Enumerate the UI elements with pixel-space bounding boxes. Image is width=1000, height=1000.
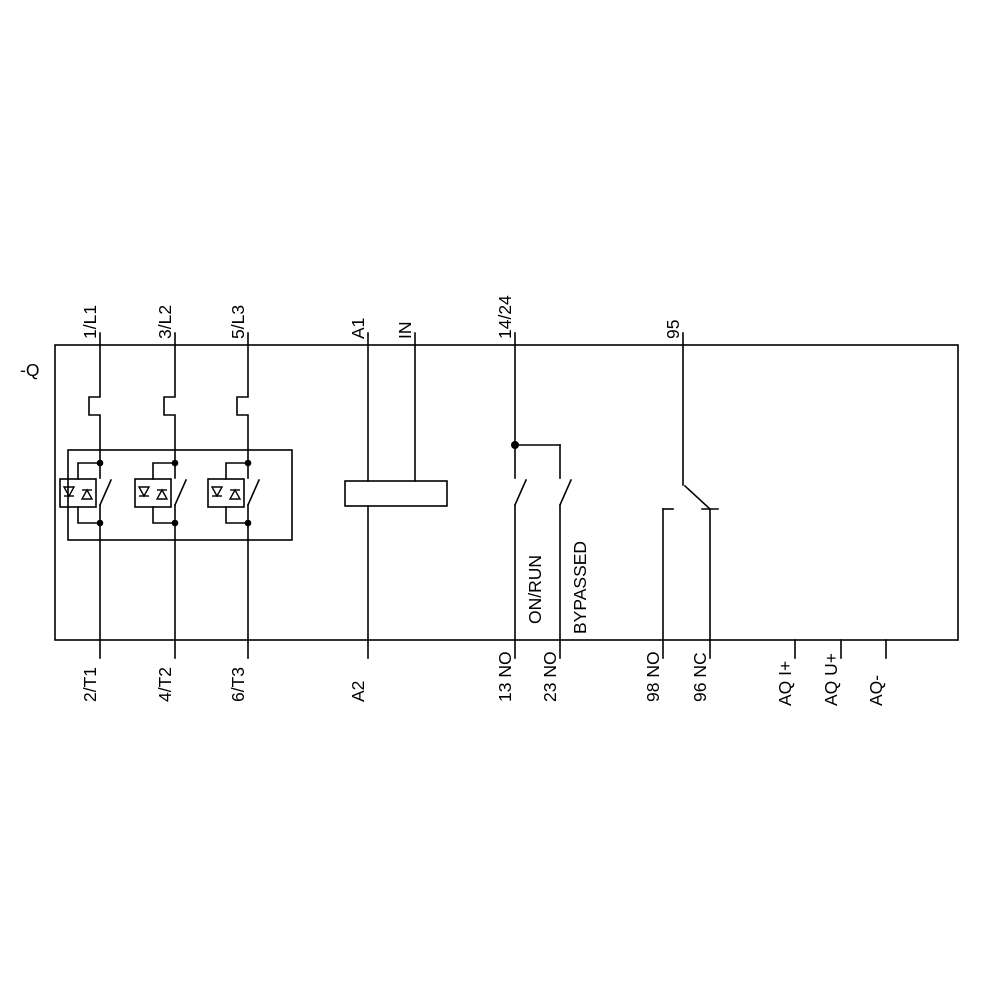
thyristor-branch-bottom: [152, 506, 176, 524]
contact-label-bypassed: BYPASSED: [570, 541, 590, 634]
terminal-label-5l3: 5/L3: [228, 305, 248, 339]
fault-relay-section: [662, 332, 719, 659]
thyristor-branch-top: [225, 462, 249, 480]
terminal-label-2t1: 2/T1: [80, 667, 100, 702]
contact-label-on-run: ON/RUN: [525, 555, 545, 624]
terminal-label-a2: A2: [348, 681, 368, 702]
junction-dot: [244, 459, 252, 467]
terminal-label-4t2: 4/T2: [155, 667, 175, 702]
phase-line-top: [163, 332, 176, 464]
phase-unit-l2: [134, 332, 188, 659]
terminal-label-23-no: 23 NO: [540, 651, 560, 702]
thyristor-icon: [137, 486, 151, 498]
terminal-label-a1: A1: [348, 318, 368, 339]
thyristor-module-box: [59, 478, 97, 508]
bypass-contact-blade: [173, 478, 188, 507]
control-coil-section: [344, 332, 448, 659]
on-run-contact-blade: [513, 478, 528, 507]
junction-dot: [171, 519, 179, 527]
junction-dot: [96, 519, 104, 527]
terminal-label-in: IN: [395, 322, 415, 340]
junction-dot: [171, 459, 179, 467]
terminal-label-13-no: 13 NO: [495, 651, 515, 702]
coil-box: [344, 480, 448, 507]
device-designation-label: -Q: [20, 360, 39, 380]
bypass-contact-blade: [98, 478, 113, 507]
output-contacts-section: [511, 332, 573, 659]
terminal-label-98-no: 98 NO: [643, 651, 663, 702]
device-outline: [54, 344, 959, 641]
phase-line-top: [236, 332, 249, 464]
terminal-label-95: 95: [663, 320, 683, 339]
thyristor-branch-bottom: [225, 506, 249, 524]
thyristor-icon: [80, 488, 94, 500]
phase-unit-l1: [59, 332, 113, 659]
thyristor-module-box: [134, 478, 172, 508]
terminal-label-14-24: 14/24: [495, 295, 515, 339]
thyristor-icon: [62, 486, 76, 498]
junction-dot: [244, 519, 252, 527]
thyristor-branch-top: [152, 462, 176, 480]
thyristor-icon: [210, 486, 224, 498]
bypassed-contact-blade: [558, 478, 573, 507]
terminal-label-aq-i: AQ I+: [775, 661, 795, 706]
phase-unit-l3: [207, 332, 261, 659]
terminal-label-aq-u: AQ U+: [821, 653, 841, 706]
terminal-label-aq-minus: AQ-: [866, 675, 886, 706]
bypass-contact-blade: [246, 478, 261, 507]
phase-line-top: [88, 332, 101, 464]
junction-dot: [96, 459, 104, 467]
terminal-label-3l2: 3/L2: [155, 305, 175, 339]
thyristor-branch-top: [77, 462, 101, 480]
analog-output-section: [794, 639, 887, 659]
power-section-box: [67, 449, 293, 541]
thyristor-branch-bottom: [77, 506, 101, 524]
changeover-blade: [683, 484, 712, 511]
terminal-label-6t3: 6/T3: [228, 667, 248, 702]
thyristor-module-box: [207, 478, 245, 508]
terminal-label-96-nc: 96 NC: [690, 652, 710, 702]
thyristor-icon: [155, 488, 169, 500]
terminal-label-1l1: 1/L1: [80, 305, 100, 339]
thyristor-icon: [228, 488, 242, 500]
